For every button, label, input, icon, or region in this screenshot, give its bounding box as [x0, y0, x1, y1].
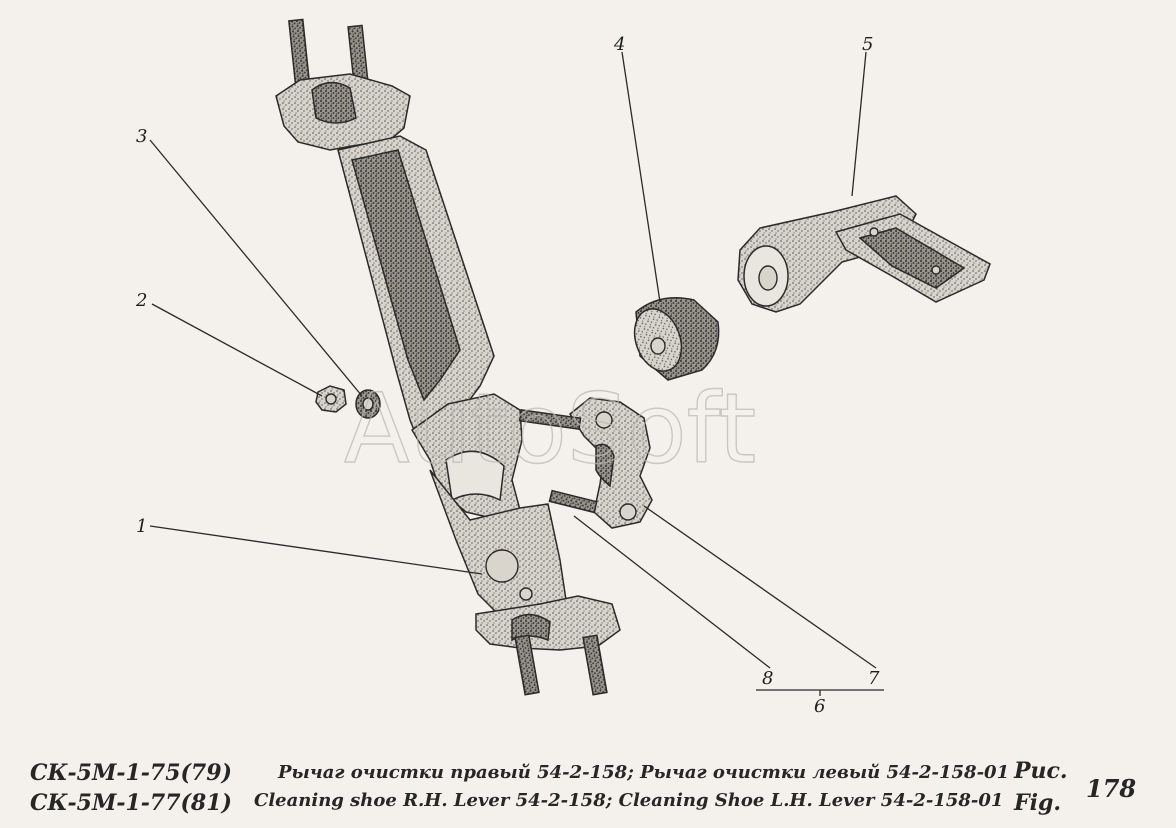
callout-7: 7: [868, 668, 880, 689]
model-code-1: СК-5М-1-75(79): [30, 760, 232, 786]
callout-4: 4: [613, 34, 625, 55]
leader-2: [151, 303, 323, 397]
watermark-text: AutoSoft: [344, 373, 756, 485]
bracket-part-5: [737, 195, 991, 313]
leader-8: [573, 515, 771, 669]
callout-2: 2: [135, 290, 147, 311]
model-code-2: СК-5М-1-77(81): [30, 790, 232, 816]
lever-part-1: [275, 18, 621, 696]
callout-8: 8: [762, 668, 773, 689]
leader-1: [149, 525, 483, 575]
description-english: Cleaning shoe R.H. Lever 54-2-158; Clean…: [254, 790, 1004, 811]
leader-3: [149, 139, 363, 397]
leader-5: [851, 51, 867, 197]
leader-lines: [149, 51, 884, 696]
callout-1: 1: [136, 516, 147, 537]
callout-3: 3: [136, 126, 147, 147]
nut-part-2: [315, 385, 347, 413]
studs-part-8: [518, 409, 598, 514]
callout-6: 6: [814, 696, 825, 717]
callout-5: 5: [862, 34, 873, 55]
figure-number: 178: [1086, 774, 1137, 803]
description-russian: Рычаг очистки правый 54-2-158; Рычаг очи…: [278, 762, 1010, 783]
leader-7: [643, 505, 877, 669]
washer-part-3: [355, 389, 381, 419]
figure-label-russian: Рис.: [1014, 758, 1068, 784]
bushing-part-4: [633, 297, 720, 381]
clamp-part-7: [569, 397, 653, 529]
callout-labels: 1 2 3 4 5 6 7 8: [135, 34, 880, 717]
figure-label-english: Fig.: [1014, 790, 1062, 816]
leader-4: [621, 51, 661, 303]
